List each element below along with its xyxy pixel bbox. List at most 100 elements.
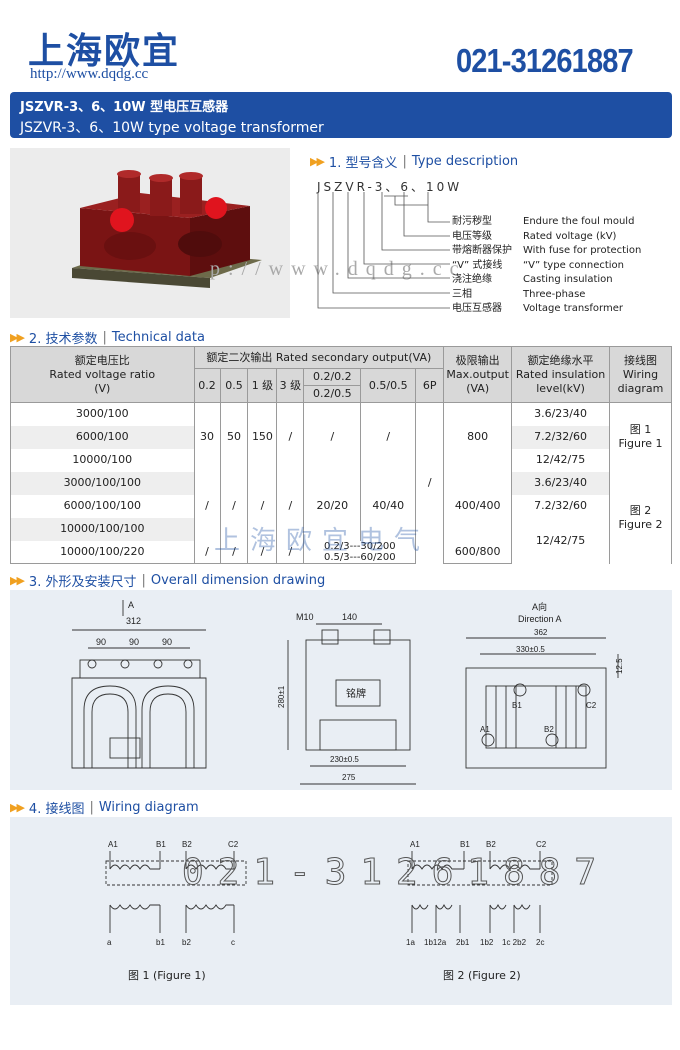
separator: | [402, 154, 407, 169]
svg-text:90: 90 [129, 637, 139, 647]
header-class-3: 3 级 [276, 368, 305, 403]
double-arrow-icon: ▶▶ [10, 574, 25, 587]
svg-text:330±0.5: 330±0.5 [516, 645, 545, 654]
svg-text:A1: A1 [108, 840, 118, 849]
technical-data-table: 额定电压比 Rated voltage ratio (V) 额定二次输出 Rat… [10, 346, 673, 564]
section-label-en: Technical data [111, 330, 205, 345]
table-row: 10000/100/100 12/42/75 [10, 517, 672, 564]
svg-text:90: 90 [96, 637, 106, 647]
table-row: 10000/100/220 / / / / 0.2/3---30/200 0.5… [10, 540, 672, 564]
title-zh: JSZVR-3、6、10W 型电压互感器 [20, 100, 229, 115]
product-photo [10, 148, 290, 318]
separator: | [141, 573, 146, 588]
header-class-0205: 0.2/0.5 [303, 385, 362, 403]
header-class-0505: 0.5/0.5 [360, 368, 417, 403]
wiring-diagram-panel: A1 B1 B2 C2 a b1 b2 c A1 B1 B2 C2 [10, 817, 672, 1005]
table-row: 3000/100/100 / / / / 20/20 40/40 400/400… [10, 471, 673, 564]
svg-text:1c 2b2: 1c 2b2 [502, 938, 527, 947]
svg-text:230±0.5: 230±0.5 [330, 755, 359, 764]
svg-text:C2: C2 [536, 840, 547, 849]
section-wiring-diagram: ▶▶ 4. 接线图 | Wiring diagram [10, 798, 199, 817]
header-ratio: 额定电压比 Rated voltage ratio (V) [10, 346, 195, 403]
separator: | [102, 330, 107, 345]
svg-text:B2: B2 [486, 840, 496, 849]
svg-text:275: 275 [342, 773, 356, 782]
svg-text:A1: A1 [480, 725, 490, 734]
url-watermark: p://www.dqdg.cc [210, 258, 467, 280]
section-technical-data: ▶▶ 2. 技术参数 | Technical data [10, 328, 205, 347]
svg-text:M10: M10 [296, 612, 314, 622]
nameplate-label: 铭牌 [346, 687, 366, 700]
figure-1-caption: 图 1 (Figure 1) [128, 969, 206, 982]
svg-text:B2: B2 [182, 840, 192, 849]
phone-number: 021-31261887 [456, 42, 634, 79]
wiring-diagrams: A1 B1 B2 C2 a b1 b2 c A1 B1 B2 C2 [105, 840, 553, 947]
table-row: 6000/100/100 7.2/32/60 [10, 494, 672, 518]
svg-text:Direction A: Direction A [518, 614, 562, 624]
svg-text:2c: 2c [536, 938, 544, 947]
list-item: “V” 式接线“V” type connection [452, 259, 624, 271]
svg-text:12.5: 12.5 [615, 658, 624, 674]
svg-text:b1: b1 [156, 938, 165, 947]
svg-text:B1: B1 [512, 701, 522, 710]
separator: | [89, 800, 94, 815]
svg-text:140: 140 [342, 612, 357, 622]
arrow-label: A [128, 600, 134, 610]
svg-text:1b2: 1b2 [480, 938, 494, 947]
svg-text:90: 90 [162, 637, 172, 647]
model-code: JSZVR-3、6、10W [317, 180, 463, 194]
svg-text:1a: 1a [406, 938, 415, 947]
double-arrow-icon: ▶▶ [10, 801, 25, 814]
transformer-illustration [72, 170, 262, 288]
figure-1-ref: 图 1 Figure 1 [608, 402, 673, 472]
svg-text:C2: C2 [228, 840, 239, 849]
header-class-0202: 0.2/0.2 [303, 368, 362, 386]
type-code-lines [317, 192, 450, 309]
section-label: 1. 型号含义 [328, 156, 398, 171]
svg-text:B2: B2 [544, 725, 554, 734]
header-max-output: 极限输出 Max.output (VA) [443, 346, 513, 403]
table-row: 6000/100 7.2/32/60 [10, 425, 672, 449]
svg-text:A向: A向 [532, 601, 547, 612]
svg-text:2b1: 2b1 [456, 938, 470, 947]
svg-text:a: a [107, 938, 112, 947]
header-class-1: 1 级 [247, 368, 278, 403]
svg-text:c: c [231, 938, 235, 947]
header-class-02: 0.2 [193, 368, 221, 403]
svg-text:C2: C2 [586, 701, 597, 710]
svg-text:b2: b2 [182, 938, 191, 947]
figure-2-caption: 图 2 (Figure 2) [443, 969, 521, 982]
double-arrow-icon: ▶▶ [310, 155, 325, 168]
dimension-drawing-panel: A 312 90 90 90 M10 140 铭牌 [10, 590, 672, 790]
section-type-description: ▶▶ 1. 型号含义 | Type description [310, 152, 518, 171]
product-title-bar: JSZVR-3、6、10W 型电压互感器 JSZVR-3、6、10W type … [10, 92, 672, 138]
dimension-drawings: A 312 90 90 90 M10 140 铭牌 [71, 600, 624, 785]
phone-watermark: 021-31261887 [181, 852, 611, 894]
section-label-en: Overall dimension drawing [150, 573, 326, 588]
brand-logo-text: 上海欧宜 [28, 30, 181, 72]
table-watermark: 上海欧宜电气 [214, 526, 431, 556]
section-label-en: Wiring diagram [98, 800, 199, 815]
svg-text:1b12a: 1b12a [424, 938, 447, 947]
figure-2-ref: 图 2 Figure 2 [608, 471, 673, 564]
double-arrow-icon: ▶▶ [10, 331, 25, 344]
section-label-en: Type description [411, 154, 519, 169]
header-wiring: 接线图 Wiring diagram [608, 346, 673, 403]
svg-text:A1: A1 [410, 840, 420, 849]
website-url[interactable]: http://www.dqdg.cc [30, 66, 149, 82]
svg-text:B1: B1 [460, 840, 470, 849]
title-en: JSZVR-3、6、10W type voltage transformer [20, 120, 324, 136]
section-label: 4. 接线图 [28, 802, 85, 817]
header-class-05: 0.5 [219, 368, 249, 403]
svg-text:B1: B1 [156, 840, 166, 849]
header-secondary-output: 额定二次输出 Rated secondary output(VA) [193, 346, 445, 369]
table-row: 10000/100 12/42/75 [10, 448, 672, 472]
section-label: 2. 技术参数 [28, 332, 98, 347]
section-dimension-drawing: ▶▶ 3. 外形及安装尺寸 | Overall dimension drawin… [10, 571, 325, 590]
